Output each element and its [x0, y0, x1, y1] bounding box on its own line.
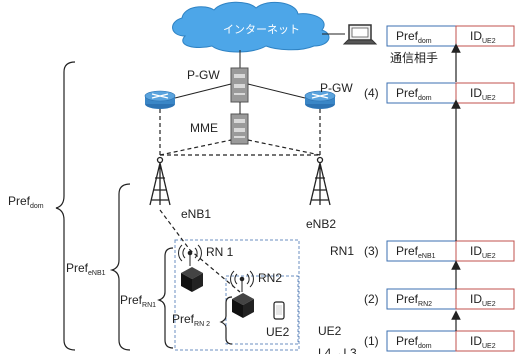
address-row: PrefeNB1 IDUE2 (3) RN1	[330, 240, 515, 262]
brace-dom	[55, 61, 76, 351]
radio-dashed-link	[159, 209, 241, 293]
step-label: (4)	[364, 86, 379, 100]
rn2-label: RN2	[258, 271, 282, 285]
ue2-phone-icon	[273, 301, 285, 320]
laptop-icon	[342, 24, 378, 45]
internet-label: インターネット	[223, 23, 300, 36]
id-cell	[455, 288, 515, 310]
address-row: PrefRN2 IDUE2 (2)	[364, 288, 515, 310]
step-label: (1)	[364, 334, 379, 348]
prefix-text: Prefdom	[396, 334, 432, 350]
l4-l3-label: L4→L3	[318, 346, 357, 354]
address-row: Prefdom IDUE2	[386, 25, 515, 47]
rn1-label: RN 1	[206, 245, 234, 259]
pref-rn1-label: PrefRN1	[120, 293, 156, 309]
mme-label: MME	[190, 121, 218, 135]
ue2-label: UE2	[266, 325, 290, 339]
id-text: IDUE2	[470, 86, 496, 102]
id-text: IDUE2	[470, 244, 496, 260]
id-cell	[455, 240, 515, 262]
rn1-antenna-icon	[178, 244, 202, 266]
address-row: Prefdom IDUE2 (4)	[364, 82, 515, 104]
rn2-antenna-icon	[230, 270, 254, 292]
id-cell	[455, 25, 515, 47]
relay-area-box	[174, 239, 300, 351]
enb1-label: eNB1	[181, 207, 211, 221]
mme-server-icon	[230, 113, 249, 145]
rn1-relay-cube-icon	[181, 267, 203, 292]
id-text: IDUE2	[470, 29, 496, 45]
pgw2-label: P-GW	[320, 81, 353, 95]
enb1-tower-icon	[149, 156, 171, 206]
router-left-icon	[144, 90, 176, 109]
prefix-text: Prefdom	[396, 86, 432, 102]
address-row: Prefdom IDUE2 (1) UE2	[318, 324, 515, 352]
id-text: IDUE2	[470, 292, 496, 308]
backhaul-dashed-links	[159, 109, 321, 156]
prefix-text: PrefRN2	[396, 292, 432, 308]
id-text: IDUE2	[470, 334, 496, 350]
pref-dom-label: Prefdom	[8, 194, 44, 210]
internet-cloud: インターネット	[172, 1, 330, 53]
step-label: (3)	[364, 244, 379, 258]
brace-enb1	[109, 183, 131, 351]
enb2-label: eNB2	[306, 217, 336, 231]
prefix-text: PrefeNB1	[396, 244, 436, 260]
peer-label: 通信相手	[390, 51, 438, 65]
router-right-icon	[304, 90, 336, 109]
pref-rn2-label: PrefRN 2	[172, 312, 210, 328]
brace-rn1	[157, 247, 174, 349]
pgw1-label: P-GW	[187, 68, 220, 82]
pref-enb1-label: PrefeNB1	[66, 261, 106, 277]
enb2-tower-icon	[309, 156, 331, 206]
prefix-text: Prefdom	[396, 29, 432, 45]
row-owner-label: RN1	[330, 244, 354, 258]
id-cell	[455, 330, 515, 352]
pgw-server-icon	[230, 67, 249, 103]
row-owner-label: UE2	[318, 324, 342, 338]
rn2-relay-cube-icon	[232, 293, 254, 318]
brace-rn2	[219, 296, 233, 345]
id-cell	[455, 82, 515, 104]
step-label: (2)	[364, 292, 379, 306]
